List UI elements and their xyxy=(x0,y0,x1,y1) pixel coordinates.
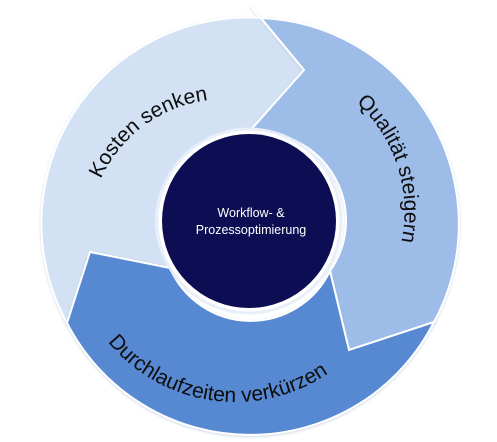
segment-qualitaet-steigern xyxy=(245,16,460,352)
center-circle xyxy=(162,134,336,308)
center-label-line-2: Prozessoptimierung xyxy=(196,223,307,237)
segment-durchlaufzeiten xyxy=(65,250,436,436)
center-label-line-1: Workflow- & xyxy=(217,206,285,220)
